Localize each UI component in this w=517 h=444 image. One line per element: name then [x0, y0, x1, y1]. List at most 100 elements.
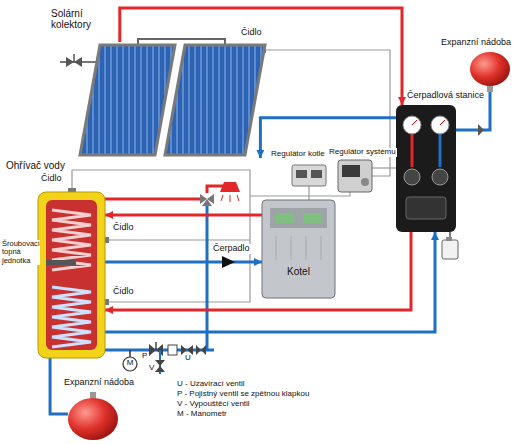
water-heater-shape — [46, 200, 97, 350]
sensor-label: Čidlo — [112, 223, 135, 233]
boiler-controller-shape — [292, 165, 326, 186]
system-controller-shape — [338, 160, 372, 192]
water-heater-shape — [38, 192, 105, 358]
safety-valve — [155, 342, 157, 350]
part-label: Čerpadlo — [212, 244, 251, 254]
boiler-shape — [262, 200, 335, 298]
sensor-label: Čidlo — [112, 287, 135, 297]
boiler-shape — [270, 208, 327, 228]
pump-station-shape — [411, 134, 414, 167]
pipe-connector — [105, 213, 262, 216]
key-note: V - Vypouštěcí ventil — [176, 400, 251, 409]
boiler-shape — [321, 236, 322, 260]
air-vent — [73, 54, 75, 62]
solar-collector: Solární kolektory — [78, 42, 268, 158]
boiler-controller: Regulátor kotle — [292, 165, 326, 186]
pump-station-shape — [404, 169, 420, 185]
shutoff-valve — [201, 345, 206, 355]
system-controller: Regulátor systému — [338, 160, 372, 192]
boiler-controller-shape — [311, 170, 322, 178]
water-heater-shape — [52, 287, 91, 347]
boiler-controller-shape — [292, 165, 326, 186]
manometer — [123, 357, 137, 371]
air-vent — [66, 57, 74, 67]
hot-water-outlet — [220, 182, 240, 192]
hot-water-outlet — [105, 182, 240, 206]
pump-station-shape — [396, 105, 456, 232]
pump-symbol — [478, 124, 484, 136]
hot-water-outlet — [230, 195, 231, 202]
expansion-vessel-shape — [470, 52, 510, 86]
system-controller-shape — [342, 165, 360, 177]
boiler-shape — [291, 236, 292, 260]
callout-letter: M — [125, 359, 135, 368]
boiler-shape — [306, 236, 307, 260]
sensor-wire — [372, 167, 398, 168]
canister — [446, 237, 452, 241]
callout-letter: U — [184, 354, 192, 363]
node-label: Ohřívač vody — [5, 160, 66, 171]
key-note: U - Uzavírací ventil — [176, 380, 246, 389]
pump-station-shape — [431, 116, 449, 134]
solar-collector-shape — [78, 42, 268, 158]
cold-water-inlet — [206, 206, 209, 350]
cold-water-inlet — [105, 206, 214, 350]
node-label: Solární kolektory — [50, 8, 104, 30]
expansion-vessel-shape — [68, 392, 118, 440]
callout-letter: P — [141, 352, 148, 361]
solar-collector-shape — [80, 45, 175, 155]
node-label: Expanzní nádoba — [440, 38, 512, 48]
key-note: P - Pojistný ventil se zpětnou klapkou — [176, 390, 310, 399]
expansion-vessel: Expanzní nádoba — [68, 392, 118, 440]
node-label: Regulátor systému — [328, 148, 397, 157]
expansion-vessel-shape — [470, 52, 510, 92]
boiler-shape — [276, 236, 277, 260]
pipe-connector — [105, 261, 262, 264]
sensor-label: Čidlo — [40, 174, 63, 184]
pump-station: Čerpadlová stanice — [396, 105, 456, 232]
pump-station-shape — [432, 169, 448, 185]
boiler-shape — [276, 213, 294, 223]
boiler-controller-shape — [296, 170, 307, 178]
expansion-vessel-shape — [68, 398, 118, 440]
pump-station-shape — [403, 116, 421, 134]
system-controller-shape — [338, 160, 372, 192]
air-vent — [60, 54, 98, 67]
pump-symbol — [222, 256, 235, 268]
sensor-wire — [308, 186, 309, 200]
system-controller-shape — [361, 178, 369, 186]
solar-collector-shape — [165, 45, 265, 155]
sensor-label: Čidlo — [240, 28, 263, 38]
manometer — [123, 350, 137, 371]
callout-letter: V — [148, 364, 155, 373]
pump-station-shape — [406, 197, 446, 219]
key-note: M - Manometr — [176, 410, 228, 419]
pipe-connector — [260, 118, 396, 158]
hot-water-outlet — [221, 195, 239, 202]
safety-valve — [149, 344, 156, 356]
part-label: Šroubovací topná jednotka — [1, 240, 40, 265]
water-heater-shape — [46, 260, 76, 265]
pump-station-shape — [396, 105, 456, 232]
shutoff-valve — [168, 345, 177, 355]
node-label: Regulátor kotle — [270, 150, 326, 159]
boiler-shape — [303, 213, 321, 223]
sensor-wire — [105, 239, 250, 240]
hot-water-outlet — [221, 195, 223, 201]
hot-water-outlet — [105, 198, 201, 201]
expansion-vessel: Expanzní nádoba — [470, 52, 510, 92]
pipe-layer — [50, 8, 490, 414]
pump-station-shape — [439, 134, 442, 167]
hot-water-outlet — [202, 199, 212, 206]
boiler: Kotel — [262, 200, 335, 298]
drain-valve — [155, 350, 165, 374]
sensor-wire — [250, 192, 350, 196]
pump-station-shape — [440, 120, 445, 125]
pipe-connector — [105, 232, 411, 310]
drain-valve — [155, 360, 165, 366]
node-label: Čerpadlová stanice — [406, 91, 485, 101]
hot-water-outlet — [237, 195, 239, 201]
shutoff-valve — [196, 345, 201, 355]
drain-valve — [155, 366, 165, 372]
